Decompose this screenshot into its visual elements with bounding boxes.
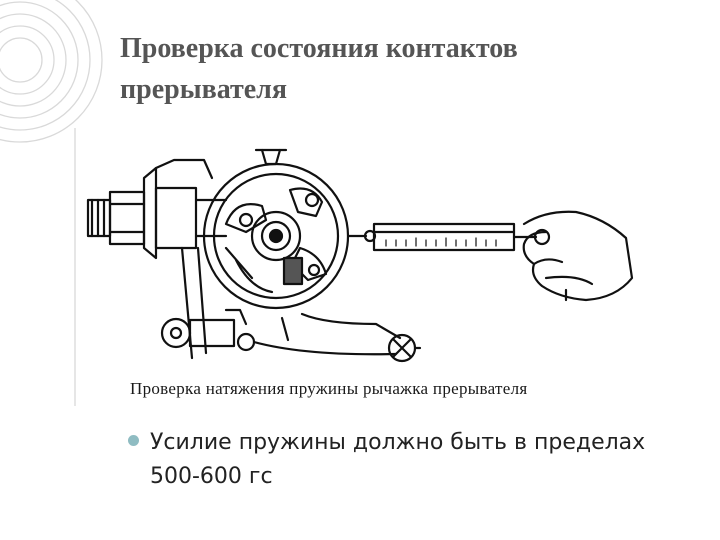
distributor-breaker-with-spring-scale-icon: Проверка натяжения пружины рычажка преры…: [86, 148, 634, 398]
figure-caption: Проверка натяжения пружины рычажка преры…: [130, 379, 527, 398]
slide-title: Проверка состояния контактов прерывателя: [120, 33, 518, 105]
concentric-circles-icon: [0, 0, 103, 143]
bullet-text: Усилие пружины должно быть в пределах 50…: [150, 430, 646, 489]
bullet-marker: [128, 435, 139, 446]
figure-panel: Проверка натяжения пружины рычажка преры…: [74, 128, 636, 406]
